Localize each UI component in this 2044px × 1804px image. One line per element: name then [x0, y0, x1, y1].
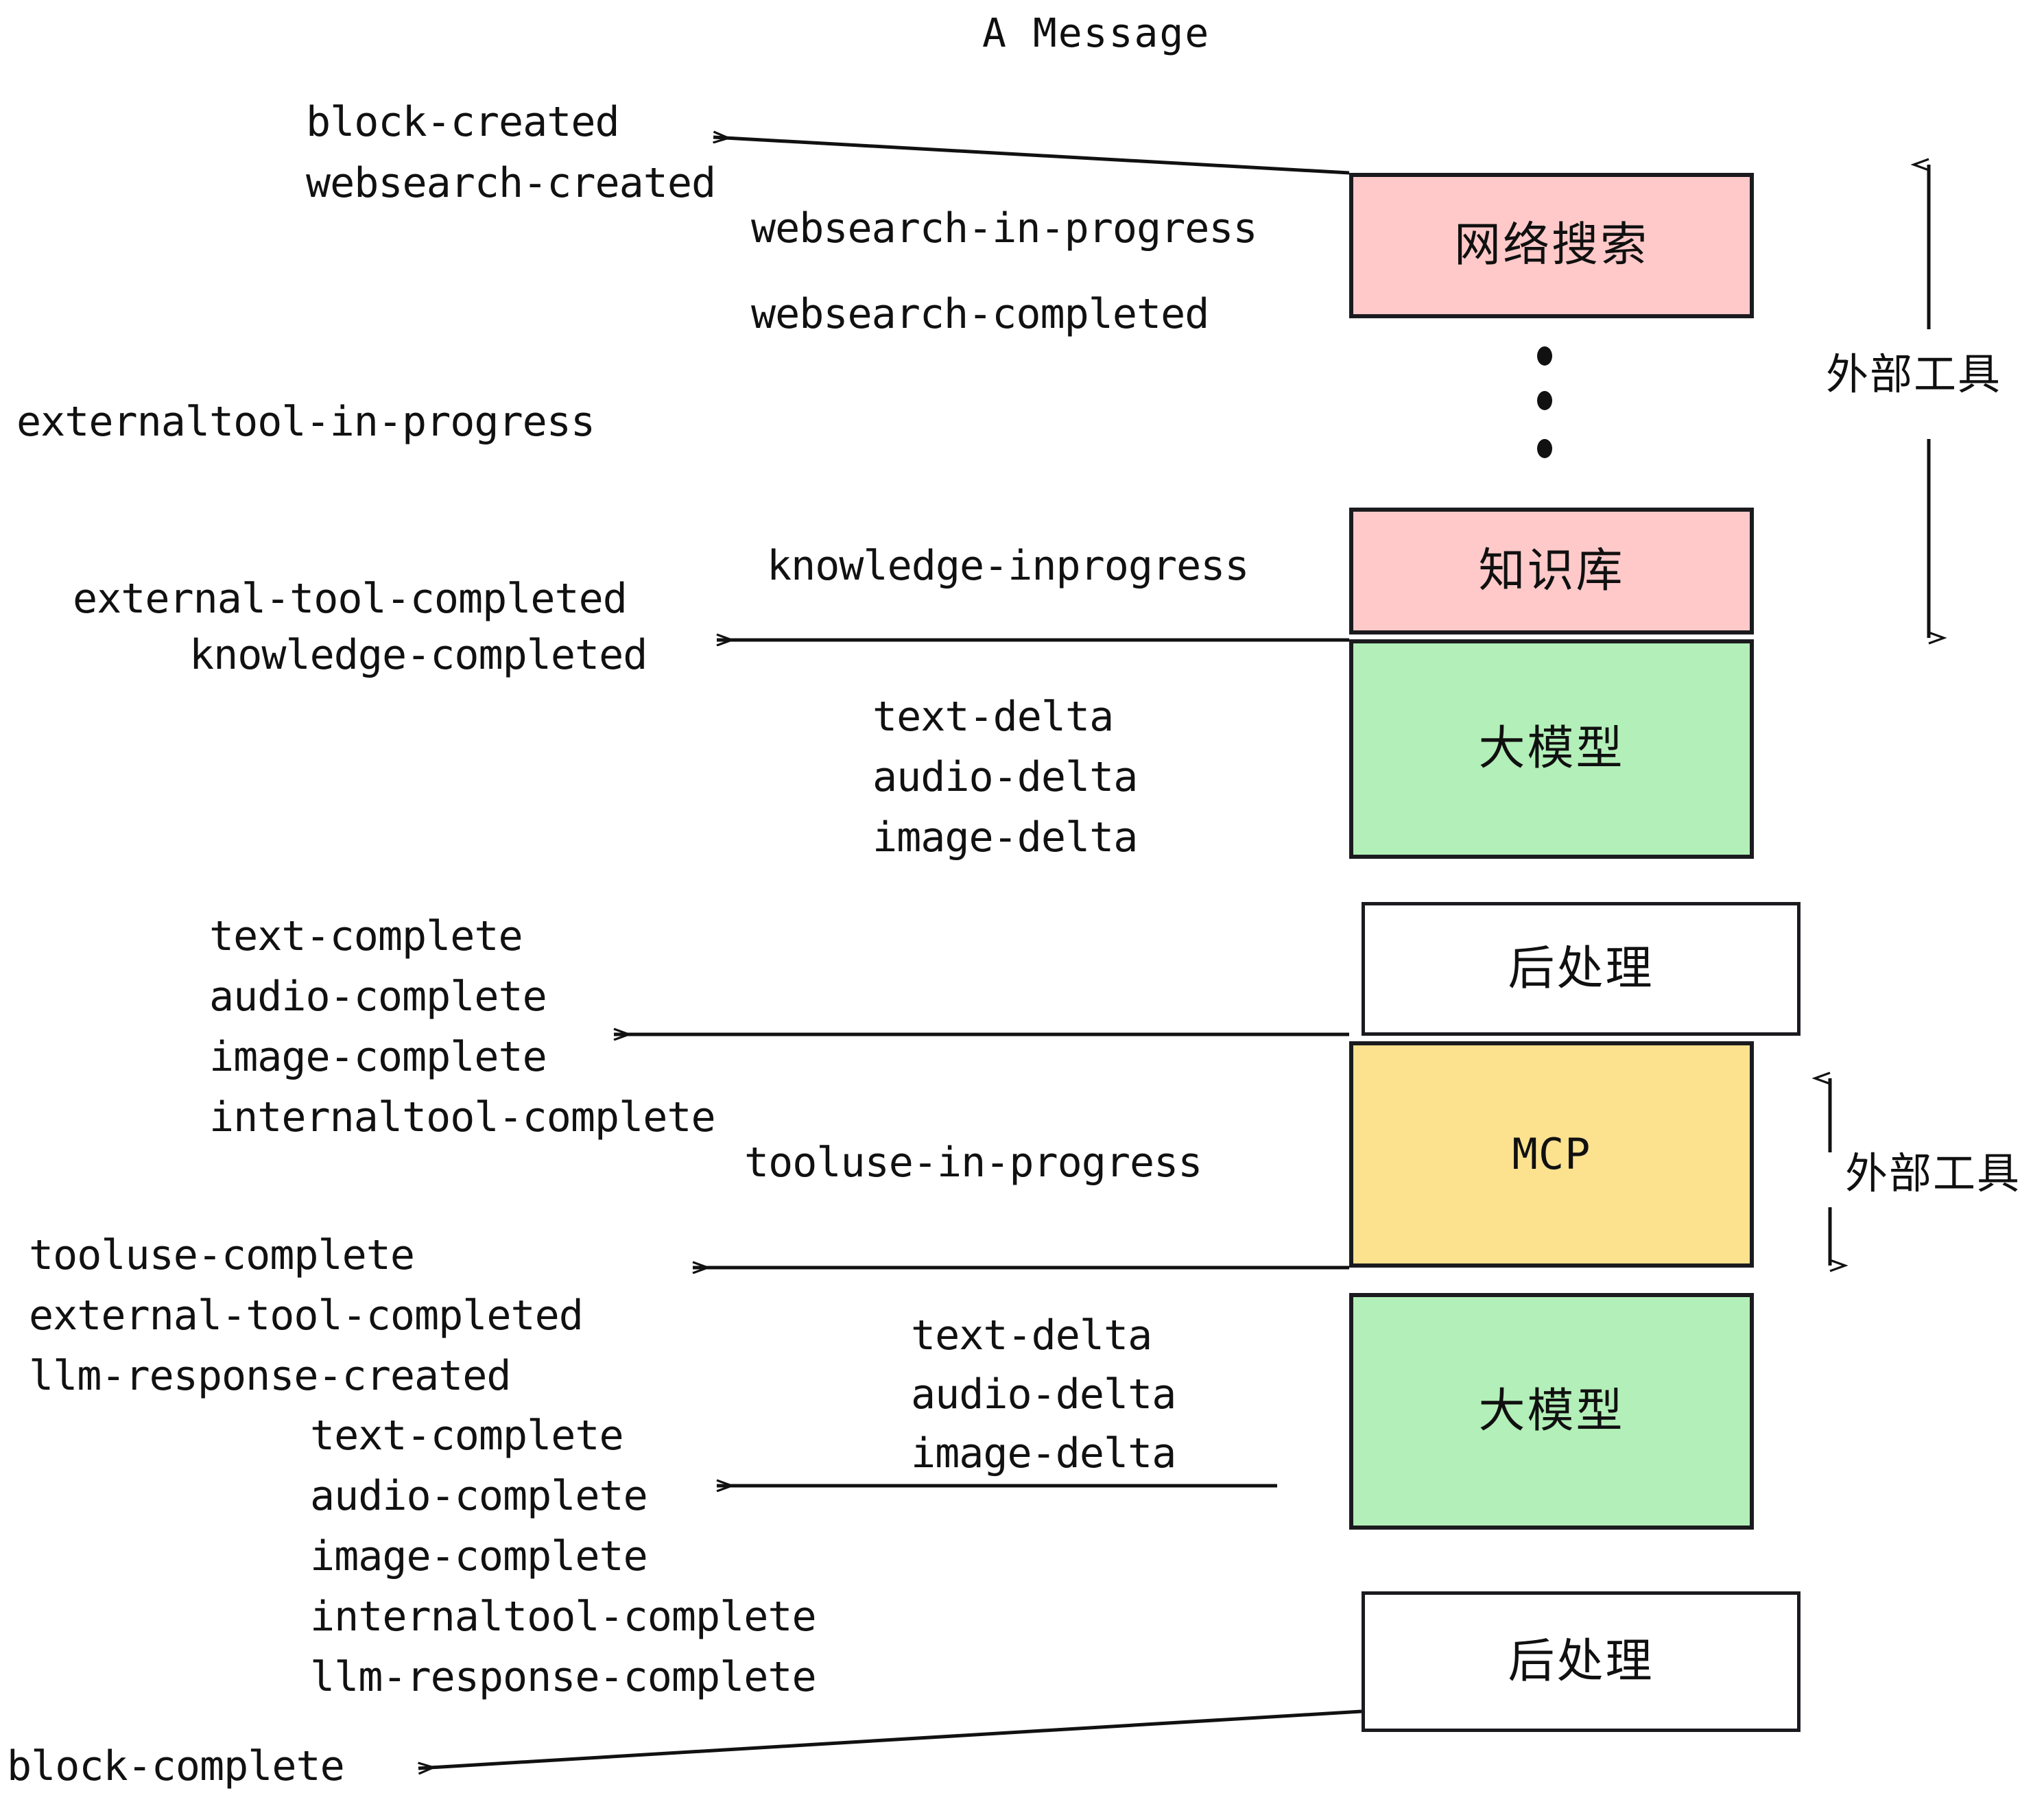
node-llm-1[interactable]: 大模型 [1349, 639, 1754, 859]
node-postprocess-2-label: 后处理 [1508, 1634, 1654, 1689]
event-image-complete-2: image-complete [310, 1532, 648, 1580]
event-audio-delta-2: audio-delta [911, 1370, 1176, 1419]
event-tooluse-in-progress: tooluse-in-progress [744, 1139, 1202, 1187]
event-tooluse-complete: tooluse-complete [29, 1231, 415, 1279]
node-knowledge[interactable]: 知识库 [1349, 508, 1754, 634]
node-postprocess-2[interactable]: 后处理 [1362, 1591, 1801, 1732]
node-mcp[interactable]: MCP [1349, 1041, 1754, 1268]
event-knowledge-inprogress: knowledge-inprogress [767, 542, 1249, 590]
event-audio-delta-1: audio-delta [872, 753, 1138, 801]
ellipsis-dot [1537, 346, 1552, 366]
event-text-delta-2: text-delta [911, 1312, 1152, 1360]
event-image-delta-2: image-delta [911, 1429, 1176, 1477]
group-label-external-tools-top: 外部工具 [1826, 349, 2002, 399]
event-text-delta-1: text-delta [872, 693, 1114, 741]
event-block-created: block-created [306, 98, 620, 146]
node-websearch[interactable]: 网络搜索 [1349, 173, 1754, 318]
ellipsis-dot [1537, 391, 1552, 410]
event-audio-complete-1: audio-complete [209, 973, 547, 1021]
event-llm-response-complete: llm-response-complete [310, 1653, 817, 1701]
event-websearch-created: websearch-created [306, 159, 716, 207]
node-llm-2[interactable]: 大模型 [1349, 1293, 1754, 1530]
node-llm-1-label: 大模型 [1478, 722, 1625, 776]
event-image-delta-1: image-delta [872, 814, 1138, 862]
event-websearch-completed: websearch-completed [751, 290, 1209, 338]
event-external-tool-completed-2: external-tool-completed [29, 1292, 584, 1340]
event-internaltool-complete-2: internaltool-complete [310, 1593, 817, 1641]
event-text-complete-1: text-complete [209, 912, 523, 960]
arrow-postprocess2-to-block-complete [418, 1709, 1362, 1768]
event-websearch-in-progress: websearch-in-progress [751, 204, 1258, 252]
event-block-complete: block-complete [7, 1742, 345, 1790]
event-external-tool-completed-1: external-tool-completed [73, 575, 628, 623]
event-image-complete-1: image-complete [209, 1033, 547, 1081]
event-knowledge-completed: knowledge-completed [189, 631, 647, 679]
event-text-complete-2: text-complete [310, 1412, 624, 1460]
page-title: A Message [982, 10, 1211, 56]
node-knowledge-label: 知识库 [1478, 543, 1625, 598]
event-externaltool-in-progress: externaltool-in-progress [16, 398, 595, 446]
node-websearch-label: 网络搜索 [1453, 218, 1649, 272]
node-postprocess-1-label: 后处理 [1508, 941, 1654, 996]
node-postprocess-1[interactable]: 后处理 [1362, 902, 1801, 1036]
arrow-websearch-to-block-created [713, 137, 1350, 175]
group-label-external-tools-bottom: 外部工具 [1845, 1148, 2021, 1198]
event-audio-complete-2: audio-complete [310, 1472, 648, 1520]
event-llm-response-created: llm-response-created [29, 1352, 511, 1400]
event-internaltool-complete-1: internaltool-complete [209, 1093, 716, 1141]
node-mcp-label: MCP [1512, 1129, 1591, 1179]
node-llm-2-label: 大模型 [1478, 1384, 1625, 1438]
ellipsis-dot [1537, 439, 1552, 458]
